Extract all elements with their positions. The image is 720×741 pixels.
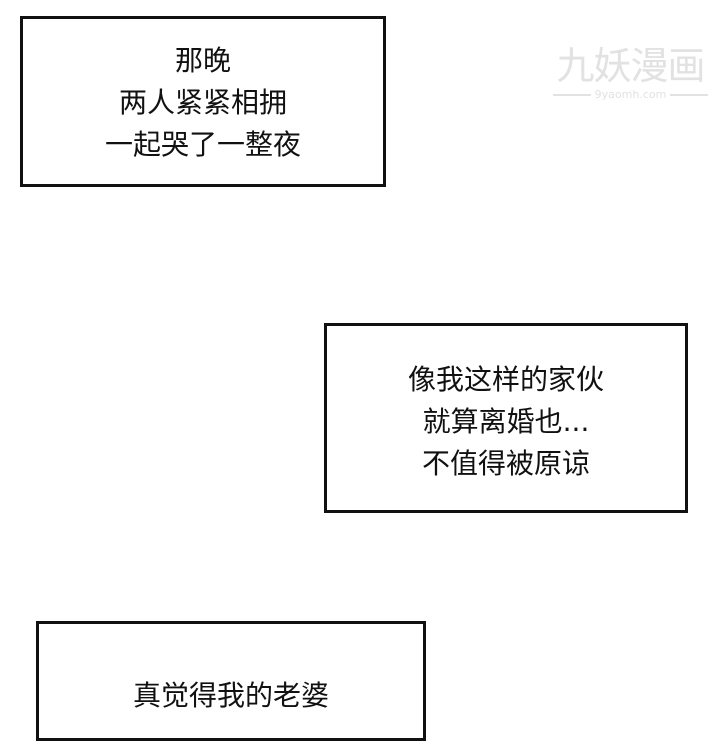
caption-line: 真觉得我的老婆 <box>132 679 329 712</box>
caption-line: 那晚 <box>174 44 231 77</box>
caption-line: 不值得被原谅 <box>421 447 590 480</box>
caption-box-3: 真觉得我的老婆 <box>36 621 426 741</box>
caption-box-2: 像我这样的家伙 就算离婚也... 不值得被原谅 <box>324 323 688 513</box>
watermark-title: 九妖漫画 <box>556 44 705 88</box>
caption-line: 一起哭了一整夜 <box>104 128 301 161</box>
caption-line: 就算离婚也... <box>422 405 590 438</box>
watermark-site: 9yaomh.com <box>594 88 667 101</box>
watermark-logo: 九妖漫画 9yaomh.com <box>548 44 713 101</box>
caption-line: 像我这样的家伙 <box>407 363 604 396</box>
caption-line: 两人紧紧相拥 <box>118 86 287 119</box>
caption-box-1: 那晚 两人紧紧相拥 一起哭了一整夜 <box>20 16 386 187</box>
